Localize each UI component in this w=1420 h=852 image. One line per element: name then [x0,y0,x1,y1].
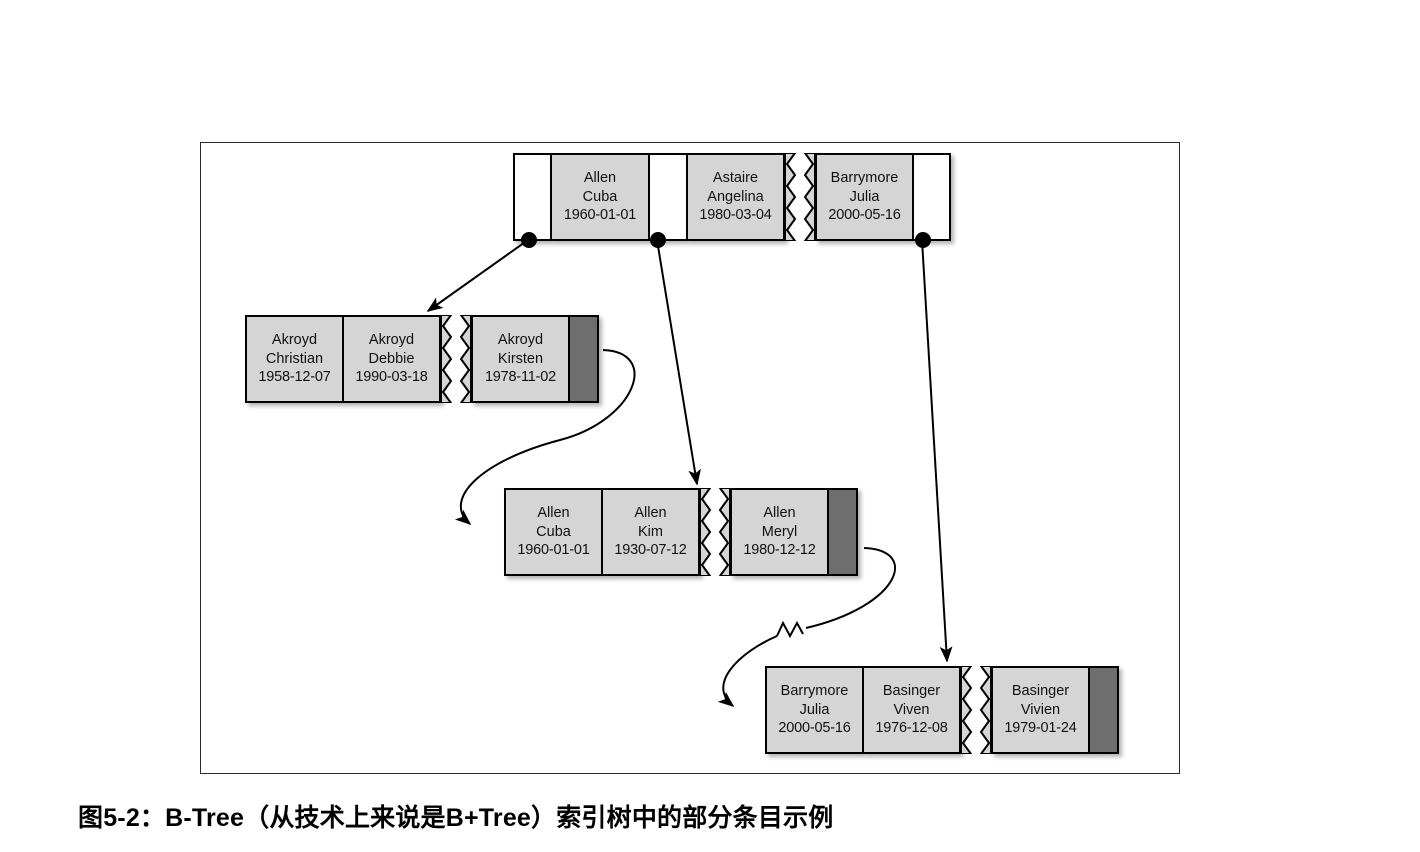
leaf-entry-allen-cuba: Allen Cuba 1960-01-01 [504,488,602,576]
leaf-entry-akroyd-kirsten: Akroyd Kirsten 1978-11-02 [471,315,569,403]
root-entry-allen-cuba: Allen Cuba 1960-01-01 [551,153,649,241]
root-pointer-dot-2 [650,232,666,248]
entry-first-name: Debbie [368,350,415,367]
entry-last-name: Astaire [712,170,759,187]
entry-date: 1976-12-08 [875,720,948,737]
leaf-entry-basinger-viven: Basinger Viven 1976-12-08 [863,666,961,754]
root-pointer-dot-1 [521,232,537,248]
entry-last-name: Akroyd [497,332,544,349]
leaf-node-allen: Allen Cuba 1960-01-01 Allen Kim 1930-07-… [504,488,858,576]
entry-last-name: Allen [537,505,570,522]
leaf-entry-akroyd-debbie: Akroyd Debbie 1990-03-18 [343,315,441,403]
leaf-entry-akroyd-christian: Akroyd Christian 1958-12-07 [245,315,343,403]
entry-first-name: Vivien [1020,701,1061,718]
leaf-next-pointer-cell[interactable] [1089,666,1119,754]
entry-last-name: Barrymore [780,683,849,700]
torn-edge-separator [441,315,471,403]
entry-first-name: Angelina [707,188,764,205]
entry-first-name: Kim [638,523,663,540]
entry-last-name: Allen [634,505,667,522]
torn-edge-separator [961,666,991,754]
entry-date: 1980-03-04 [699,207,772,224]
entry-date: 1978-11-02 [484,369,557,386]
entry-first-name: Julia [849,188,880,205]
leaf-entry-basinger-vivien: Basinger Vivien 1979-01-24 [991,666,1089,754]
entry-date: 1979-01-24 [1004,720,1077,737]
root-entry-barrymore-julia: Barrymore Julia 2000-05-16 [815,153,913,241]
root-pointer-cell-3[interactable] [913,153,951,241]
leaf-next-pointer-cell[interactable] [828,488,858,576]
leaf-entry-barrymore-julia: Barrymore Julia 2000-05-16 [765,666,863,754]
entry-first-name: Julia [799,701,830,718]
entry-last-name: Allen [583,170,617,187]
entry-last-name: Allen [763,505,796,522]
leaf-node-barrymore: Barrymore Julia 2000-05-16 Basinger Vive… [765,666,1119,754]
entry-date: 1930-07-12 [614,542,687,559]
entry-date: 1960-01-01 [563,207,637,224]
entry-last-name: Akroyd [368,332,415,349]
root-entry-astaire-angelina: Astaire Angelina 1980-03-04 [687,153,785,241]
entry-last-name: Barrymore [830,170,899,187]
figure-caption: 图5-2：B-Tree（从技术上来说是B+Tree）索引树中的部分条目示例 [78,804,834,832]
entry-date: 1980-12-12 [743,542,816,559]
leaf-next-pointer-cell[interactable] [569,315,599,403]
torn-edge-separator [700,488,730,576]
entry-last-name: Akroyd [271,332,318,349]
entry-first-name: Cuba [582,188,618,205]
entry-date: 2000-05-16 [778,720,851,737]
entry-first-name: Meryl [761,523,798,540]
entry-last-name: Basinger [1011,683,1070,700]
root-pointer-cell-1[interactable] [513,153,551,241]
entry-date: 1958-12-07 [258,369,331,386]
leaf-entry-allen-kim: Allen Kim 1930-07-12 [602,488,700,576]
entry-date: 1960-01-01 [517,542,590,559]
entry-date: 1990-03-18 [355,369,428,386]
entry-date: 2000-05-16 [828,207,901,224]
entry-first-name: Christian [265,350,324,367]
entry-first-name: Cuba [536,523,571,540]
leaf-node-akroyd: Akroyd Christian 1958-12-07 Akroyd Debbi… [245,315,599,403]
root-pointer-cell-2[interactable] [649,153,687,241]
root-pointer-dot-3 [915,232,931,248]
entry-last-name: Basinger [882,683,941,700]
entry-first-name: Kirsten [497,350,544,367]
torn-edge-separator [785,153,815,241]
leaf-entry-allen-meryl: Allen Meryl 1980-12-12 [730,488,828,576]
internal-node-root: Allen Cuba 1960-01-01 Astaire Angelina 1… [513,153,951,241]
entry-first-name: Viven [893,701,930,718]
